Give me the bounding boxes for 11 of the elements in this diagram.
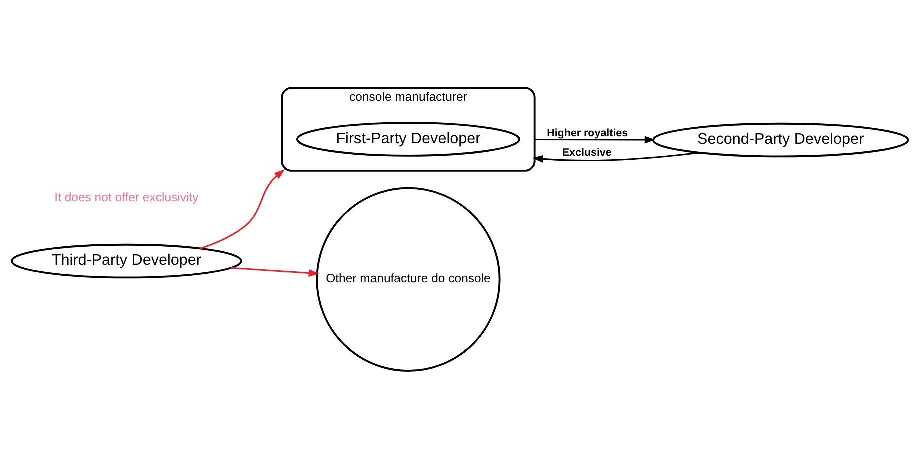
- arrow: [534, 136, 656, 144]
- arrow: [230, 267, 320, 277]
- node-circle: Other manufacture do console: [316, 187, 501, 372]
- edge-label: Exclusive: [562, 146, 612, 159]
- node-ellipse: Second-Party Developer: [652, 122, 910, 158]
- edge-label: Higher royalties: [547, 128, 628, 140]
- arrow: [200, 169, 286, 250]
- node-ellipse: Third-Party Developer: [10, 244, 242, 279]
- node-ellipse: First-Party Developer: [296, 122, 520, 157]
- label: It does not offer exclusivity: [54, 190, 199, 204]
- arrow: [532, 152, 700, 163]
